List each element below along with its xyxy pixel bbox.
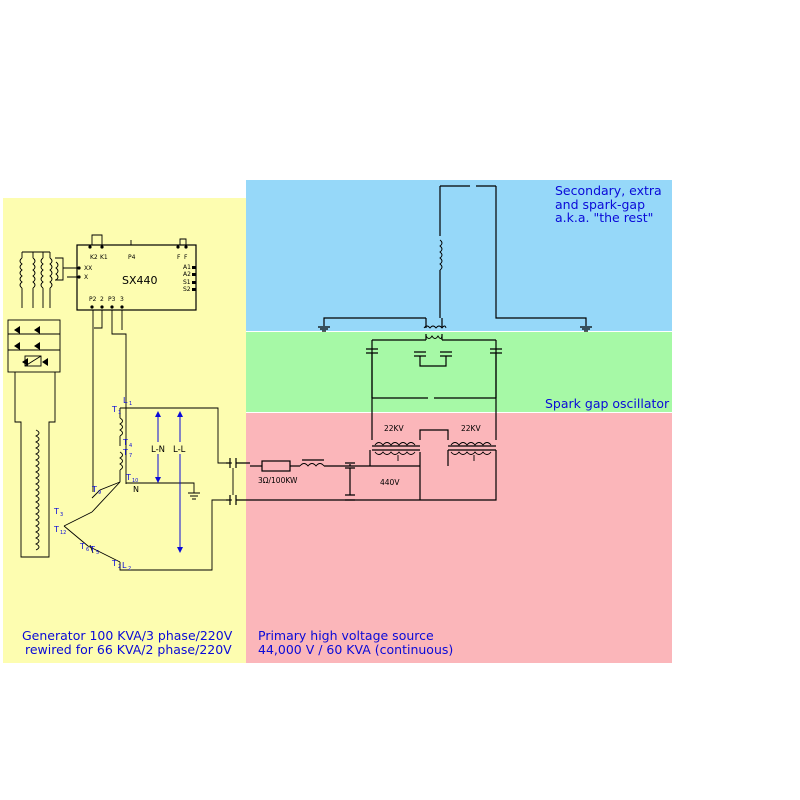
transformer-right-label: 22KV bbox=[461, 424, 481, 433]
label-l1-sub: 1 bbox=[129, 401, 132, 407]
label-t1: T bbox=[111, 405, 117, 414]
label-t2-sub: 2 bbox=[118, 564, 121, 570]
regulator-pin-p3: P3 bbox=[108, 296, 116, 303]
regulator-pin-a2: A2 bbox=[183, 271, 191, 278]
secondary-caption-line3: a.k.a. "the rest" bbox=[555, 210, 654, 225]
label-t3-sub: 3 bbox=[60, 512, 63, 518]
sx440-regulator: SX440 K2 K1 P4 F F XX X A1 A2 S1 S2 P2 2… bbox=[67, 234, 197, 322]
label-l2-sub: 2 bbox=[128, 566, 131, 572]
exciter-coils bbox=[19, 251, 77, 308]
label-t10: T bbox=[125, 473, 131, 482]
oscillator-circuit bbox=[366, 334, 502, 399]
regulator-pin-p4: P4 bbox=[128, 254, 136, 261]
label-t12-sub: 12 bbox=[60, 530, 66, 536]
primary-caption-line1: Primary high voltage source bbox=[258, 628, 434, 643]
label-t5: T bbox=[89, 545, 95, 554]
label-t6: T bbox=[79, 542, 85, 551]
label-ln: L-N bbox=[151, 445, 165, 455]
regulator-pin-xx: XX bbox=[84, 265, 92, 272]
sense-wire-p2 bbox=[92, 322, 103, 492]
regulator-pin-k1: K1 bbox=[100, 254, 108, 261]
regulator-name: SX440 bbox=[122, 274, 158, 287]
label-t9: T bbox=[91, 485, 97, 494]
regulator-pin-k2: K2 bbox=[90, 254, 98, 261]
regulator-pin-p2: P2 bbox=[89, 296, 97, 303]
regulator-pin-a1: A1 bbox=[183, 264, 191, 271]
label-t1-sub: 1 bbox=[118, 410, 121, 416]
generator-caption-line2: rewired for 66 KVA/2 phase/220V bbox=[25, 642, 232, 657]
regulator-pin-x: X bbox=[84, 274, 88, 281]
label-n: N bbox=[133, 485, 139, 494]
label-t3: T bbox=[53, 507, 59, 516]
label-t7-sub: 7 bbox=[129, 453, 132, 459]
label-ll: L-L bbox=[173, 445, 186, 455]
transformer-left-label: 22KV bbox=[384, 424, 404, 433]
terminal-labels: L 1 T 1 T 4 T 7 T 10 T 9 T 3 T 12 T 6 T … bbox=[53, 396, 139, 572]
label-t7: T bbox=[122, 448, 128, 457]
label-t5-sub: 5 bbox=[96, 550, 99, 556]
regulator-pin-2: 2 bbox=[100, 296, 104, 303]
label-l2: L bbox=[122, 561, 127, 570]
secondary-circuit bbox=[318, 185, 592, 332]
label-t9-sub: 9 bbox=[98, 490, 101, 496]
rotor-winding bbox=[14, 372, 56, 558]
rectifier-bridge bbox=[7, 319, 61, 373]
regulator-pin-s2: S2 bbox=[183, 286, 191, 293]
primary-circuit: 3Ω/100KW 440V 22KV 22KV bbox=[226, 340, 497, 505]
label-t4-sub: 4 bbox=[129, 443, 132, 449]
regulator-pin-3: 3 bbox=[120, 296, 124, 303]
primary-region bbox=[246, 413, 672, 663]
label-t2: T bbox=[111, 559, 117, 568]
secondary-region bbox=[246, 180, 672, 331]
voltage-440-label: 440V bbox=[380, 478, 400, 487]
secondary-caption-line2: and spark-gap bbox=[555, 197, 646, 212]
regulator-pin-f1: F bbox=[177, 254, 181, 261]
label-t4: T bbox=[122, 438, 128, 447]
label-t10-sub: 10 bbox=[132, 478, 138, 484]
sense-wire-p3 bbox=[111, 322, 127, 484]
oscillator-caption: Spark gap oscillator bbox=[545, 396, 670, 411]
generator-caption-line1: Generator 100 KVA/3 phase/220V bbox=[22, 628, 233, 643]
label-t12: T bbox=[53, 525, 59, 534]
label-l1: L bbox=[123, 396, 128, 405]
resistor-label: 3Ω/100KW bbox=[258, 476, 298, 485]
primary-caption-line2: 44,000 V / 60 KVA (continuous) bbox=[258, 642, 454, 657]
secondary-caption-line1: Secondary, extra bbox=[555, 183, 662, 198]
regulator-pin-s1: S1 bbox=[183, 279, 191, 286]
generator-region bbox=[3, 198, 246, 663]
stator-windings bbox=[63, 407, 232, 571]
regulator-pin-f2: F bbox=[184, 254, 188, 261]
label-t6-sub: 6 bbox=[86, 547, 89, 553]
oscillator-region bbox=[246, 332, 672, 412]
measurement-arrows: L-N L-L bbox=[150, 411, 189, 553]
